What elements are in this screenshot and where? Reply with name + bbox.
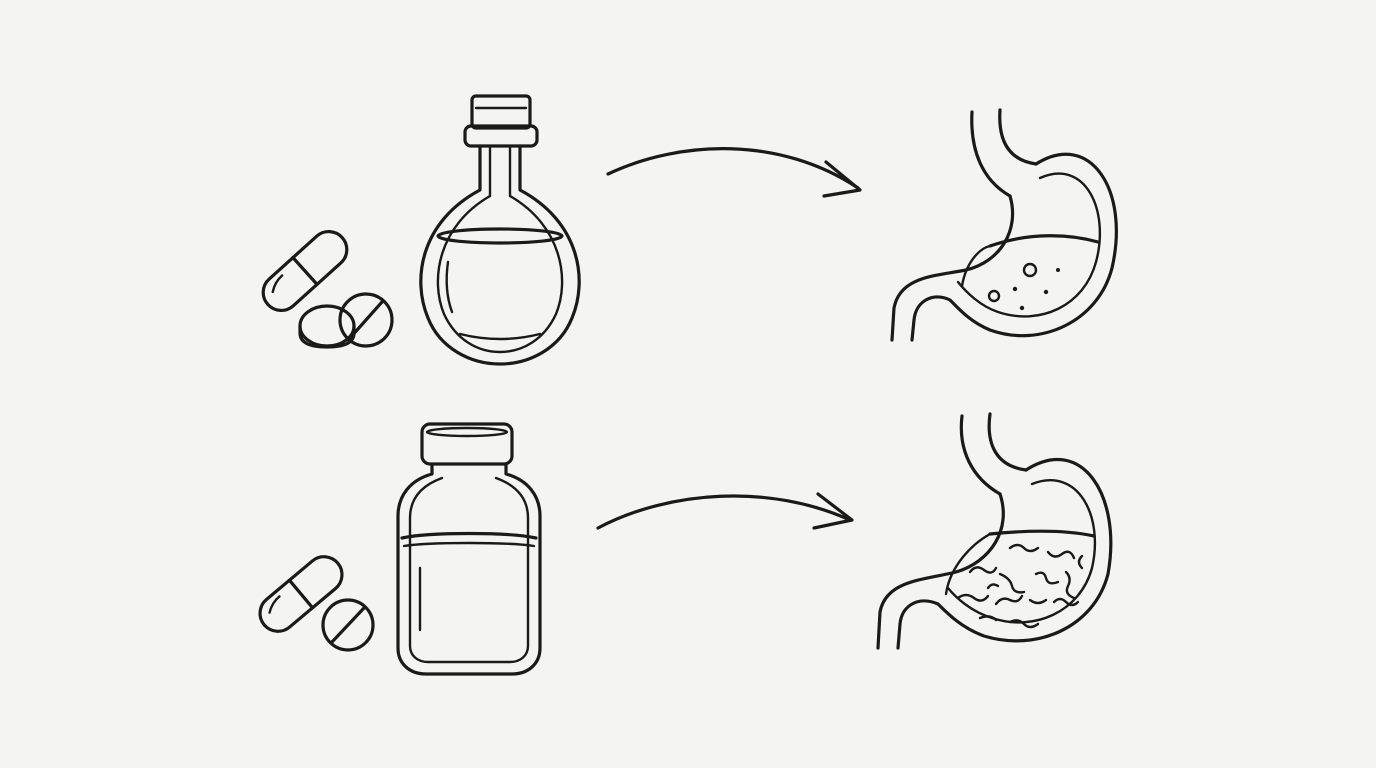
capsule-icon — [258, 555, 344, 633]
cork-icon — [470, 94, 532, 130]
stomach-food-icon — [876, 412, 1113, 650]
tablet-pair-icon — [298, 292, 394, 349]
curved-arrow-icon — [606, 147, 862, 198]
curved-arrow-icon — [596, 492, 854, 530]
round-tablet-icon — [338, 292, 394, 348]
bottom-row — [258, 412, 1113, 676]
wide-jar-bottle-icon — [396, 422, 542, 676]
food-squiggles-icon — [956, 543, 1084, 629]
round-flask-bottle-icon — [419, 94, 581, 366]
capsule-icon — [261, 229, 349, 313]
jar-cap-icon — [420, 422, 514, 466]
tablet-icon — [321, 598, 375, 652]
flat-tablet-icon — [298, 304, 356, 349]
stomach-bubbles-icon — [890, 108, 1118, 342]
top-row — [261, 94, 1118, 366]
